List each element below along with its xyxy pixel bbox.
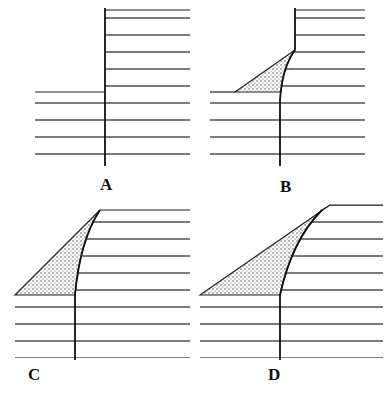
panel-b [210, 8, 365, 166]
panel-label: A [100, 176, 112, 193]
panel-d [200, 205, 383, 360]
panel-label: B [280, 178, 291, 195]
panel-c [15, 210, 190, 360]
panel-label: D [268, 366, 280, 383]
panel-label: C [28, 366, 40, 383]
panel-a [35, 8, 190, 166]
